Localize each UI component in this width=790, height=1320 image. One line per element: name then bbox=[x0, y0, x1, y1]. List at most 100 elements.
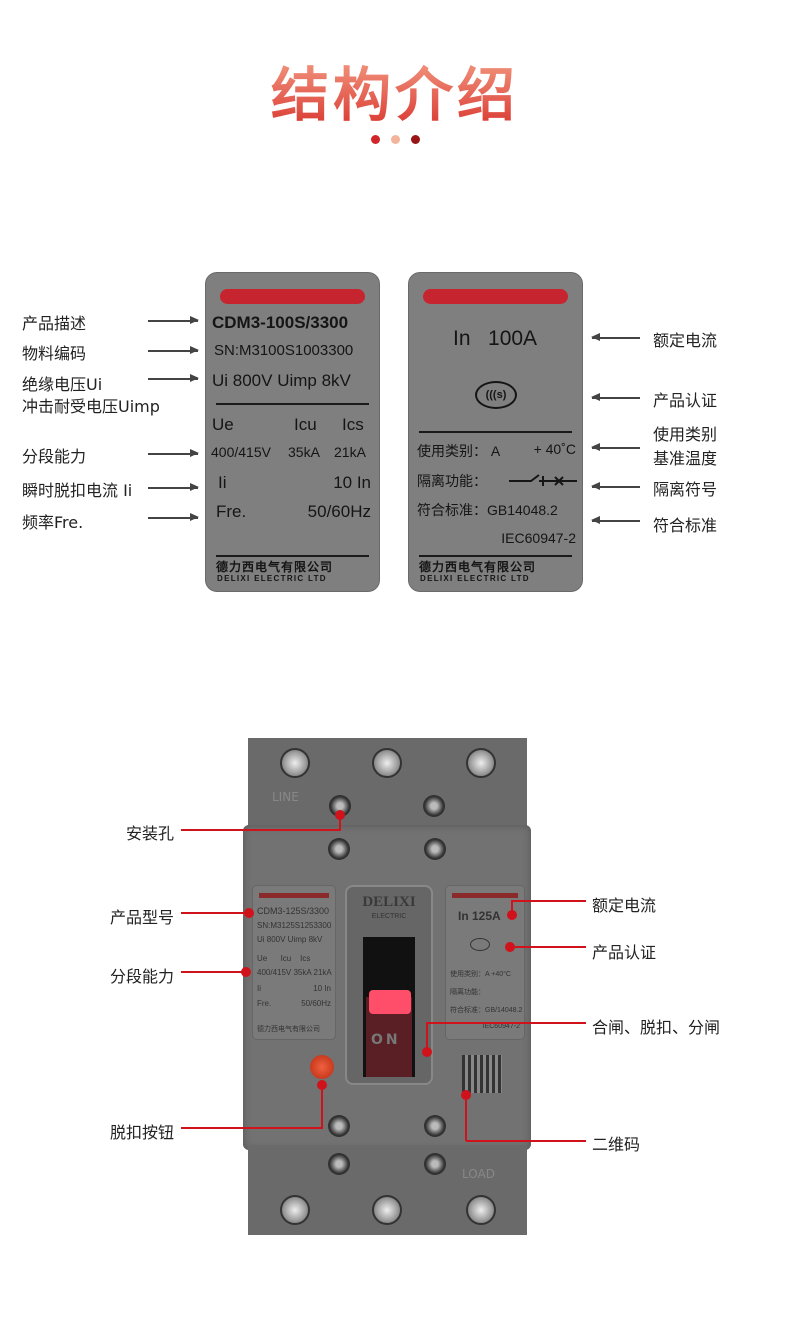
breaker-row: Ii bbox=[257, 984, 261, 993]
arrow-right-icon bbox=[148, 375, 199, 381]
nameplate-left: CDM3-100S/3300 SN:M3100S1003300 Ui 800V … bbox=[205, 272, 380, 592]
callout-trip-button: 脱扣按钮 bbox=[110, 1123, 175, 1142]
ccc-mark-icon bbox=[470, 938, 490, 951]
breaker-category: 使用类别：A +40°C bbox=[450, 971, 511, 978]
arrow-right-icon bbox=[148, 347, 199, 353]
callout-line bbox=[426, 1022, 428, 1052]
load-text: LOAD bbox=[462, 1167, 495, 1181]
callout-line bbox=[181, 912, 249, 914]
icu-value: 35kA bbox=[288, 444, 320, 460]
ccc-mark-icon: (((s) bbox=[475, 381, 517, 409]
temp-text: + 40˚C bbox=[533, 441, 576, 457]
breaker-isolation: 隔离功能： bbox=[450, 989, 485, 996]
terminal-screw-icon bbox=[372, 1195, 402, 1225]
terminal-screw-icon bbox=[372, 748, 402, 778]
red-bar bbox=[259, 893, 329, 898]
arrow-left-icon bbox=[591, 444, 640, 450]
arrow-left-icon bbox=[591, 483, 640, 489]
arrow-right-icon bbox=[148, 484, 199, 490]
callout-model: 产品型号 bbox=[110, 908, 175, 927]
breaker-row: Ue Icu Ics bbox=[257, 954, 311, 963]
handle-window: DELIXI ELECTRIC ON bbox=[345, 885, 433, 1085]
arrow-left-icon bbox=[591, 334, 640, 340]
label-standard: 符合标准 bbox=[653, 516, 718, 535]
mounting-hole-icon bbox=[328, 838, 350, 860]
breaker-row: Fre. bbox=[257, 999, 272, 1008]
arrow-right-icon bbox=[148, 450, 199, 456]
mounting-hole-icon bbox=[328, 1153, 350, 1175]
callout-mounting-hole: 安装孔 bbox=[126, 824, 175, 843]
terminal-screw-icon bbox=[466, 748, 496, 778]
fre-value: 50/60Hz bbox=[307, 502, 371, 521]
callout-dot bbox=[461, 1090, 471, 1100]
mounting-hole-icon bbox=[423, 795, 445, 817]
terminal-screw-icon bbox=[280, 1195, 310, 1225]
company-logo-cn: 德力西电气有限公司 bbox=[216, 560, 334, 574]
callout-handle-states: 合闸、脱扣、分闸 bbox=[592, 1018, 721, 1037]
callout-dot bbox=[505, 942, 515, 952]
fre-label: Fre. bbox=[216, 502, 247, 521]
ue-value: 400/415V bbox=[211, 444, 271, 460]
divider bbox=[216, 403, 369, 405]
callout-qr-code: 二维码 bbox=[592, 1135, 641, 1154]
operating-handle[interactable] bbox=[369, 990, 411, 1014]
isolation-symbol-icon bbox=[509, 474, 577, 486]
label-rated-current: 额定电流 bbox=[653, 331, 718, 350]
arrow-left-icon bbox=[591, 394, 640, 400]
mounting-hole-icon bbox=[329, 795, 351, 817]
model-text: CDM3-100S/3300 bbox=[212, 313, 349, 332]
breaker-nameplate-right: In 125A 使用类别：A +40°C 隔离功能： 符合标准：GB/14048… bbox=[445, 885, 525, 1040]
label-category: 使用类别 bbox=[653, 425, 718, 444]
breaker-model: CDM3-125S/3300 bbox=[257, 906, 330, 916]
callout-dot bbox=[317, 1080, 327, 1090]
title-dot bbox=[411, 135, 420, 144]
rated-current-text: In 100A bbox=[453, 327, 538, 350]
breaker-row: 50/60Hz bbox=[301, 999, 331, 1008]
callout-dot bbox=[241, 967, 251, 977]
line-text: LINE bbox=[272, 790, 299, 804]
callout-dot bbox=[422, 1047, 432, 1057]
label-ref-temp: 基准温度 bbox=[653, 449, 718, 468]
divider bbox=[419, 431, 572, 433]
breaker-company: 德力西电气有限公司 bbox=[257, 1026, 320, 1033]
ics-header: Ics bbox=[342, 415, 364, 434]
on-indicator: ON bbox=[371, 1032, 401, 1048]
callout-breaking-capacity: 分段能力 bbox=[110, 967, 175, 986]
mounting-hole-icon bbox=[424, 1115, 446, 1137]
callout-dot bbox=[507, 910, 517, 920]
callout-line bbox=[181, 971, 246, 973]
breaker-row: 10 In bbox=[313, 984, 331, 993]
standard-text: 符合标准：GB14048.2 bbox=[417, 502, 558, 518]
label-product-desc: 产品描述 bbox=[22, 314, 87, 333]
divider bbox=[216, 555, 369, 557]
terminal-screw-icon bbox=[466, 1195, 496, 1225]
breaker-standard: 符合标准：GB/14048.2 bbox=[450, 1007, 523, 1014]
nameplate-right: In 100A (((s) 使用类别： A + 40˚C 隔离功能： 符合标准：… bbox=[408, 272, 583, 592]
mounting-hole-icon bbox=[424, 1153, 446, 1175]
arrow-left-icon bbox=[591, 517, 640, 523]
title-dot bbox=[371, 135, 380, 144]
callout-certification: 产品认证 bbox=[592, 943, 657, 962]
breaker-standard2: IEC60947-2 bbox=[482, 1023, 520, 1030]
qr-code-icon bbox=[462, 1055, 502, 1093]
trip-button[interactable] bbox=[310, 1055, 334, 1079]
red-bar bbox=[220, 289, 365, 304]
callout-line bbox=[466, 1140, 586, 1142]
divider bbox=[419, 555, 572, 557]
voltage-text: Ui 800V Uimp 8kV bbox=[212, 371, 351, 390]
ue-header: Ue bbox=[212, 415, 234, 434]
page-title: 结构介绍 bbox=[0, 48, 790, 132]
brand-logo: DELIXI bbox=[362, 894, 416, 910]
title-dot bbox=[391, 135, 400, 144]
callout-line bbox=[181, 1127, 322, 1129]
callout-line bbox=[426, 1022, 586, 1024]
mounting-hole-icon bbox=[328, 1115, 350, 1137]
standard2-text: IEC60947-2 bbox=[501, 530, 576, 546]
mounting-hole-icon bbox=[424, 838, 446, 860]
red-bar bbox=[423, 289, 568, 304]
terminal-screw-icon bbox=[280, 748, 310, 778]
label-certification: 产品认证 bbox=[653, 391, 718, 410]
ii-label: Ii bbox=[218, 473, 227, 492]
isolation-text: 隔离功能： bbox=[417, 473, 487, 489]
label-frequency: 频率Fre. bbox=[22, 513, 84, 532]
